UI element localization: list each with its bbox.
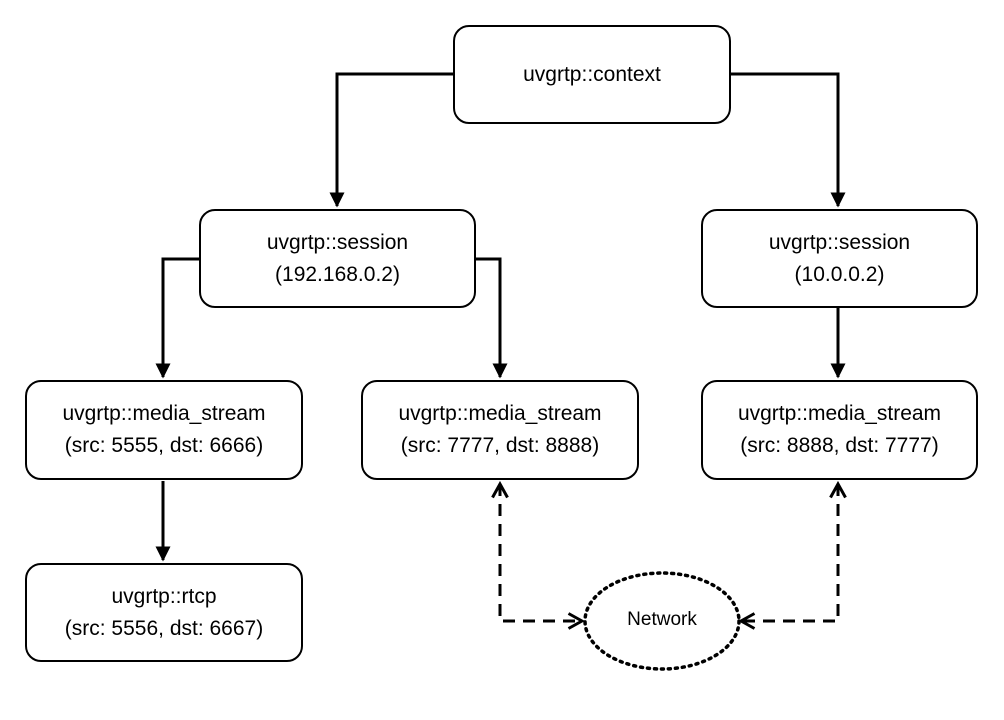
edge-context-session1 bbox=[329, 72, 453, 208]
context-node: uvgrtp::context bbox=[453, 25, 731, 124]
media-stream-ports: (src: 7777, dst: 8888) bbox=[400, 434, 600, 457]
session-address: (192.168.0.2) bbox=[275, 262, 400, 286]
media-stream-label: uvgrtp::media_stream bbox=[398, 402, 602, 425]
context-label: uvgrtp::context bbox=[523, 62, 661, 86]
media-stream-node-7777: uvgrtp::media_stream (src: 7777, dst: 88… bbox=[361, 380, 639, 480]
session-node-10-0-0-2: uvgrtp::session (10.0.0.2) bbox=[701, 209, 978, 308]
media-stream-node-8888: uvgrtp::media_stream (src: 8888, dst: 77… bbox=[701, 380, 978, 480]
rtcp-ports: (src: 5556, dst: 6667) bbox=[64, 616, 264, 640]
edge-session1-ms2 bbox=[475, 257, 508, 379]
media-stream-ports: (src: 8888, dst: 7777) bbox=[740, 434, 939, 457]
session-address: (10.0.0.2) bbox=[794, 262, 885, 286]
session-label: uvgrtp::session bbox=[768, 230, 911, 254]
media-stream-node-5555: uvgrtp::media_stream (src: 5555, dst: 66… bbox=[25, 380, 303, 480]
rtcp-label: uvgrtp::rtcp bbox=[111, 584, 217, 608]
edge-session1-ms1 bbox=[155, 257, 199, 379]
edge-context-session2 bbox=[730, 72, 846, 208]
network-label: Network bbox=[627, 609, 697, 630]
media-stream-label: uvgrtp::media_stream bbox=[737, 402, 942, 425]
edge-ms3-network bbox=[741, 484, 838, 621]
media-stream-ports: (src: 5555, dst: 6666) bbox=[64, 434, 264, 457]
media-stream-label: uvgrtp::media_stream bbox=[62, 402, 266, 425]
session-node-192-168-0-2: uvgrtp::session (192.168.0.2) bbox=[199, 209, 476, 308]
session-label: uvgrtp::session bbox=[266, 230, 409, 254]
rtcp-node: uvgrtp::rtcp (src: 5556, dst: 6667) bbox=[25, 563, 303, 662]
network-ellipse bbox=[583, 571, 741, 671]
edge-ms2-network bbox=[500, 484, 582, 621]
